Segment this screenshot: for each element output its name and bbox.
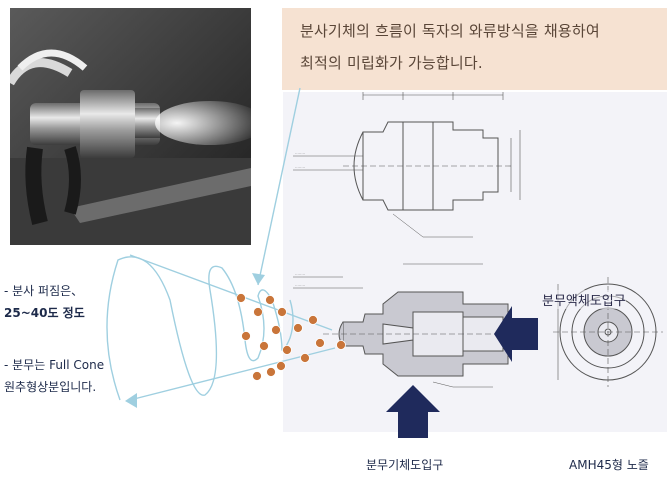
droplet: [336, 340, 346, 350]
droplet: [315, 338, 325, 348]
droplet: [277, 307, 287, 317]
svg-text:........: ........: [295, 150, 305, 155]
svg-text:........: ........: [295, 271, 305, 276]
spray-cone-upper-line: [257, 87, 301, 286]
droplet: [265, 295, 275, 305]
droplet: [259, 341, 269, 351]
header-banner: [282, 8, 667, 90]
right-arrow-icon: [494, 306, 538, 362]
up-arrow-icon: [386, 385, 440, 438]
nozzle-photo: [10, 8, 251, 245]
spray-cone-upper-line-2: [129, 254, 333, 331]
droplet: [236, 293, 246, 303]
spray-angle-label: - 분사 퍼짐은、: [4, 284, 84, 298]
droplet: [308, 315, 318, 325]
header-line-2: 최적의 미립화가 가능합니다.: [300, 54, 483, 72]
svg-text:........: ........: [295, 282, 305, 287]
droplet: [300, 353, 310, 363]
header-line-1: 분사기체의 흐름이 독자의 와류방식을 채용하여: [300, 22, 600, 40]
droplet: [271, 325, 281, 335]
droplet: [282, 345, 292, 355]
model-label: AMH45형 노즐: [569, 458, 649, 472]
droplet: [276, 361, 286, 371]
droplet: [252, 371, 262, 381]
spray-spiral: [106, 256, 294, 401]
cone-shape-label: 원추형상분입니다.: [4, 380, 97, 394]
arrow-head-top: [252, 273, 265, 285]
liquid-inlet-label: 분무액체도입구: [542, 290, 626, 309]
cone-type-label: - 분무는 Full Cone: [4, 358, 105, 372]
technical-drawing-area: [283, 92, 667, 432]
droplet: [266, 367, 276, 377]
svg-text:........: ........: [295, 164, 305, 169]
gas-inlet-label: 분무기체도입구: [366, 458, 444, 472]
droplet: [241, 331, 251, 341]
arrow-head-left: [125, 393, 137, 408]
droplet: [253, 307, 263, 317]
spray-angle-value: 25~40도 정도: [4, 306, 85, 320]
droplet: [293, 323, 303, 333]
